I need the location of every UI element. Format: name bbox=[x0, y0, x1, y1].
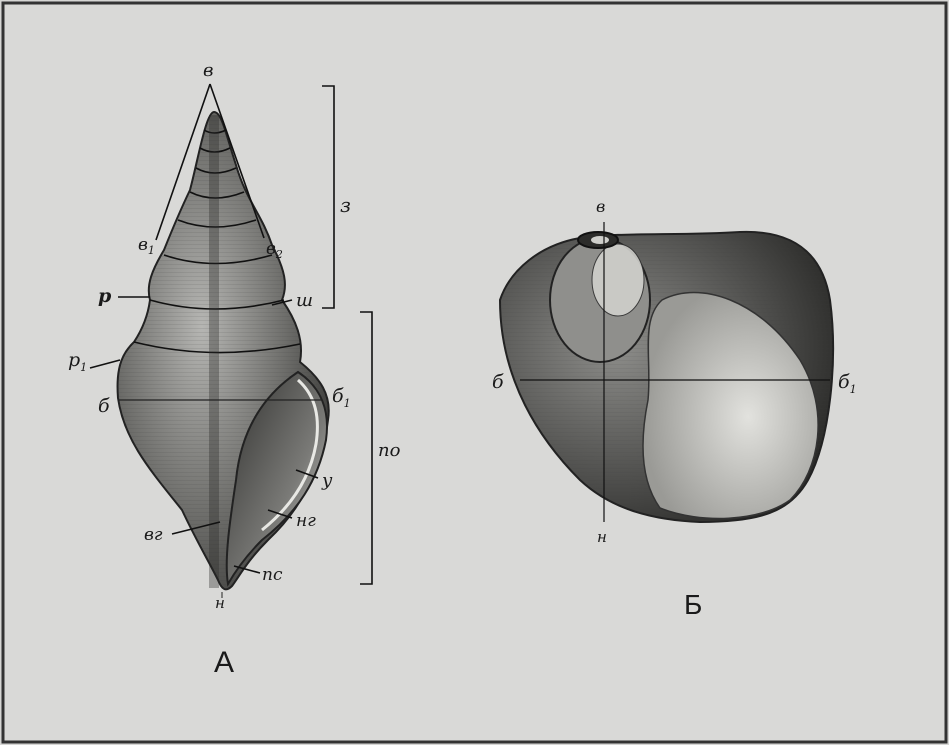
label-apex-a: в bbox=[203, 60, 213, 81]
label-base-a: н bbox=[215, 594, 225, 612]
label-apex-b: в bbox=[596, 197, 605, 216]
label-outer-lip: нг bbox=[296, 511, 316, 531]
label-body-whorl: по bbox=[378, 440, 401, 461]
label-width-left-a: б bbox=[98, 395, 110, 417]
label-base-b: н bbox=[597, 528, 607, 546]
label-suture: ш bbox=[296, 290, 313, 311]
label-rib: р bbox=[98, 285, 112, 307]
caption-a: А bbox=[214, 646, 234, 679]
label-aperture: у bbox=[321, 470, 333, 491]
label-inner-lip: вг bbox=[144, 525, 163, 545]
label-siphonal-canal: пс bbox=[262, 565, 283, 585]
caption-b: Б bbox=[684, 589, 702, 620]
label-spire: з bbox=[340, 193, 351, 217]
label-width-left-b: б bbox=[492, 371, 504, 393]
